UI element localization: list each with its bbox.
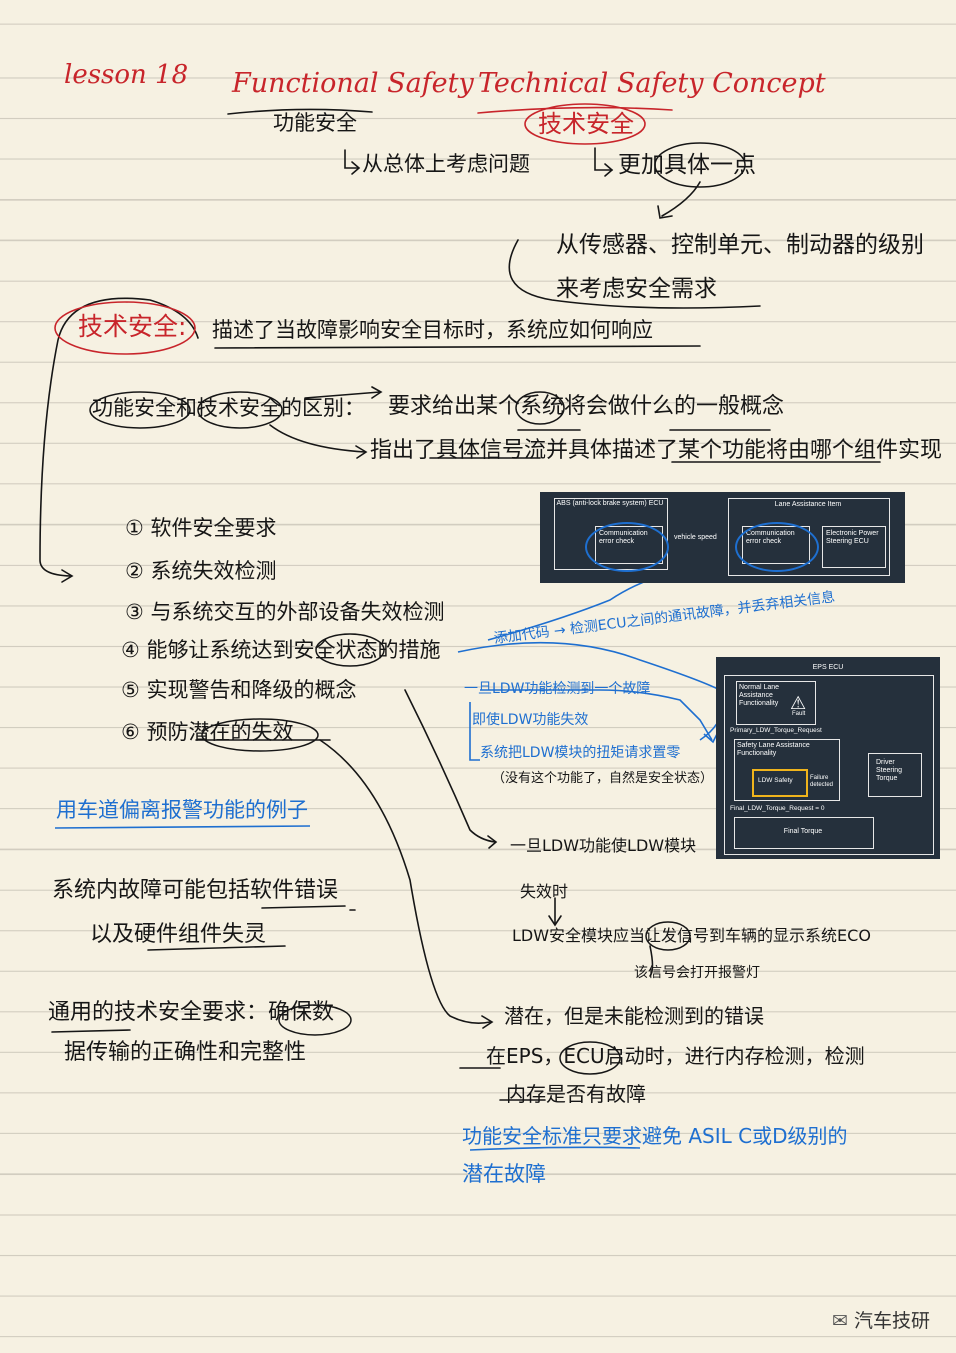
list-item: ② 系统失效检测: [125, 559, 277, 583]
eps-ecu-box: [822, 526, 886, 568]
note-sys-fault-2: 以及硬件组件失灵: [90, 922, 267, 947]
arrow-diff1: [304, 391, 381, 399]
driver-torque-label: Driver Steering Torque: [876, 759, 903, 783]
note-signal: LDW安全模块应当让发信号到车辆的显示系统ECO: [512, 926, 871, 945]
list-item: ① 软件安全要求: [125, 516, 277, 540]
note-asil-2: 潜在故障: [462, 1162, 546, 1186]
arrow-latent: [319, 739, 491, 1024]
note-sys-fault-1: 系统内故障可能包括软件错误: [52, 878, 339, 903]
underline-functional: [227, 108, 373, 115]
abs-ecu-title: ABS (anti-lock brake system) ECU: [556, 500, 664, 507]
note-asil-1: 功能安全标准只要求避免 ASIL C或D级别的: [462, 1124, 848, 1148]
lesson-label: lesson 18: [64, 60, 189, 90]
normal-func-label: Normal Lane Assistance Functionality: [739, 684, 780, 708]
eps-ecu-frame: [724, 675, 934, 855]
note-example: 用车道偏离报警功能的例子: [56, 798, 308, 822]
circle-def-label: [54, 301, 196, 355]
definition-text: 描述了当故障影响安全目标时，系统应如何响应: [212, 318, 653, 342]
sensor-line-1: 从传感器、控制单元、制动器的级别: [556, 232, 924, 258]
note-warning: 该信号会打开报警灯: [634, 965, 760, 981]
note-fail-when: 失效时: [520, 882, 569, 901]
lane-item-title: Lane Assistance Item: [774, 501, 842, 508]
arrow-ldw: [404, 689, 496, 843]
driver-torque-box: [868, 753, 922, 797]
arrow-tech-desc: [594, 147, 613, 171]
eps-ecu-title: EPS ECU: [812, 664, 844, 671]
note-latent: 潜在，但是未能检测到的错误: [504, 1004, 764, 1028]
safety-lane-label: Safety Lane Assistance Functionality: [737, 742, 810, 758]
vehicle-speed-label: vehicle speed: [674, 534, 717, 541]
note-memory: 内存是否有故障: [506, 1082, 646, 1106]
list-item: ⑥ 预防潜在的失效: [121, 720, 294, 744]
bracket-sensor: [508, 239, 761, 309]
lane-item-box: [728, 498, 890, 576]
arrow-sensor: [661, 181, 701, 217]
note-fault-2: 即使LDW功能失效: [472, 712, 589, 728]
eps-ecu-text: Electronic Power Steering ECU: [826, 530, 879, 546]
normal-func-box: [736, 681, 816, 725]
final-torque-label: Final Torque: [783, 828, 823, 835]
failure-detected-label: Failure detected: [810, 775, 834, 788]
ldw-safety-box: [752, 769, 808, 797]
list-item: ③ 与系统交互的外部设备失效检测: [125, 600, 445, 624]
func-safety-label: 功能安全: [273, 111, 357, 135]
fault-label: Fault: [792, 711, 806, 717]
note-eps-start: 在EPS，ECU启动时，进行内存检测，检测: [486, 1044, 865, 1068]
title-functional-safety: Functional Safety: [232, 68, 474, 99]
difference-line-2: 指出了具体信号流并具体描述了某个功能将由哪个组件实现: [370, 438, 943, 463]
arrow-down-list: [39, 297, 199, 577]
note-general-1: 通用的技术安全要求：确保数: [48, 1000, 335, 1025]
final-torque-box: [734, 817, 874, 849]
tech-safety-label: 技术安全: [538, 110, 634, 138]
note-fault-3: 系统把LDW模块的扭矩请求置零: [480, 745, 681, 761]
underline-technical: [477, 106, 673, 114]
note-general-2: 据传输的正确性和完整性: [64, 1040, 307, 1065]
definition-label: 技术安全:: [78, 312, 187, 341]
arrow-func-desc: [344, 149, 359, 169]
title-technical-safety-concept: Technical Safety Concept: [478, 68, 826, 99]
note-fault-1: 一旦LDW功能检测到一个故障: [464, 681, 651, 697]
blue-bracket-fault: [480, 689, 713, 741]
ldw-safety-label: LDW Safety: [758, 777, 793, 784]
circle-abs-comm: [585, 522, 669, 572]
warning-icon: ⚠: [790, 693, 807, 713]
wechat-icon: ✉: [832, 1310, 848, 1332]
difference-label: 功能安全和技术安全的区别：: [92, 396, 365, 420]
func-safety-desc: 从总体上考虑问题: [362, 152, 530, 176]
diagram-eps-ecu: EPS ECU Normal Lane Assistance Functiona…: [716, 657, 940, 859]
circle-tech-safety: [524, 103, 646, 145]
primary-request-label: Primary_LDW_Torque_Request: [730, 727, 822, 734]
final-request-label: Final_LDW_Torque_Request = 0: [730, 805, 825, 812]
arrow-diff2: [269, 424, 366, 453]
safety-lane-box: [734, 739, 840, 801]
difference-line-1: 要求给出某个系统将会做什么的一般概念: [388, 394, 785, 419]
note-fault-4: （没有这个功能了，自然是安全状态）: [492, 771, 714, 786]
sensor-line-2: 来考虑安全需求: [556, 276, 717, 302]
note-ldw-off: 一旦LDW功能使LDW模块: [510, 836, 697, 855]
diagram-abs-lane: ABS (anti-lock brake system) ECU Communi…: [540, 492, 905, 583]
list-item: ④ 能够让系统达到安全状态的措施: [121, 638, 441, 662]
list-item: ⑤ 实现警告和降级的概念: [121, 678, 357, 702]
circle-lane-comm: [735, 522, 819, 572]
watermark: ✉汽车技研: [832, 1310, 930, 1332]
tech-safety-desc: 更加具体一点: [618, 152, 756, 178]
